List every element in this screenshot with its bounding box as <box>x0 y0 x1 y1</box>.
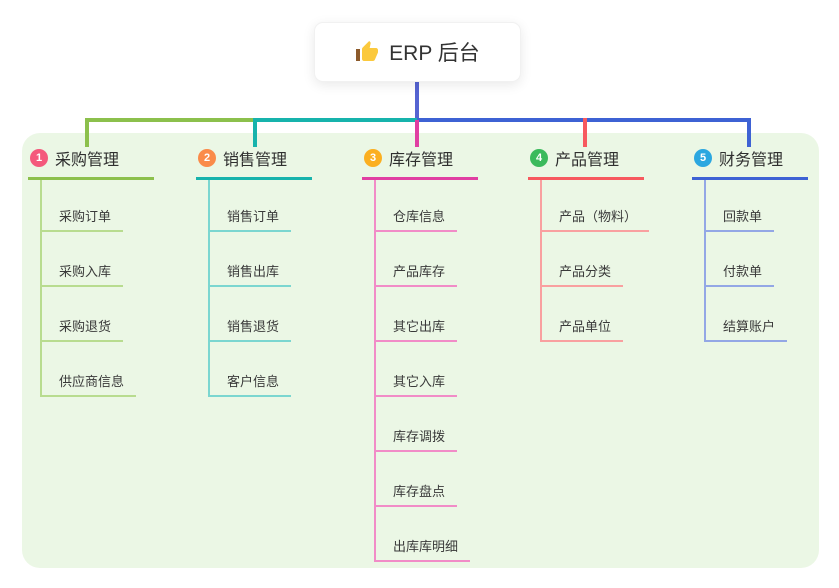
child-node-label: 库存盘点 <box>376 481 458 507</box>
child-node[interactable]: 采购订单 <box>42 180 154 232</box>
child-node[interactable]: 回款单 <box>706 180 808 232</box>
child-node-label: 采购入库 <box>42 261 124 287</box>
branch-label: 采购管理 <box>55 152 120 169</box>
branches-panel <box>22 133 819 568</box>
child-node-label: 产品单位 <box>542 316 624 342</box>
child-node-label: 其它出库 <box>376 316 458 342</box>
branch-label: 产品管理 <box>555 152 620 169</box>
child-node-label: 付款单 <box>706 261 775 287</box>
branch-number-badge: 5 <box>694 149 712 167</box>
child-node[interactable]: 出库库明细 <box>376 507 478 562</box>
child-node-label: 回款单 <box>706 206 775 232</box>
branch-number-badge: 4 <box>530 149 548 167</box>
child-node[interactable]: 供应商信息 <box>42 342 154 397</box>
child-node-label: 客户信息 <box>210 371 292 397</box>
child-node[interactable]: 销售订单 <box>210 180 312 232</box>
child-node[interactable]: 采购入库 <box>42 232 154 287</box>
child-node-label: 供应商信息 <box>42 371 137 397</box>
child-node-label: 采购退货 <box>42 316 124 342</box>
branch-purchase: 1 采购管理 采购订单 采购入库 采购退货 供应商信息 <box>28 146 154 397</box>
child-node[interactable]: 其它出库 <box>376 287 478 342</box>
child-node[interactable]: 仓库信息 <box>376 180 478 232</box>
child-node[interactable]: 客户信息 <box>210 342 312 397</box>
branch-number-badge: 3 <box>364 149 382 167</box>
child-node[interactable]: 产品单位 <box>542 287 644 342</box>
branch-children-product: 产品（物料） 产品分类 产品单位 <box>540 180 650 342</box>
branch-product: 4 产品管理 产品（物料） 产品分类 产品单位 <box>528 146 650 342</box>
child-node[interactable]: 销售退货 <box>210 287 312 342</box>
branch-number-badge: 2 <box>198 149 216 167</box>
child-node[interactable]: 库存调拨 <box>376 397 478 452</box>
branch-title-product[interactable]: 4 产品管理 <box>528 146 644 180</box>
thumbs-up-icon <box>356 41 379 61</box>
branch-sales: 2 销售管理 销售订单 销售出库 销售退货 客户信息 <box>196 146 312 397</box>
child-node[interactable]: 产品分类 <box>542 232 644 287</box>
connector-drop-product <box>583 118 587 147</box>
connector-drop-purchase <box>85 118 89 147</box>
connector-h-sales <box>253 118 419 122</box>
child-node-label: 销售订单 <box>210 206 292 232</box>
branch-label: 财务管理 <box>719 152 784 169</box>
branch-children-sales: 销售订单 销售出库 销售退货 客户信息 <box>208 180 312 397</box>
branch-children-purchase: 采购订单 采购入库 采购退货 供应商信息 <box>40 180 154 397</box>
branch-children-inventory: 仓库信息 产品库存 其它出库 其它入库 库存调拨 库存盘点 出库库明细 <box>374 180 478 562</box>
child-node[interactable]: 销售出库 <box>210 232 312 287</box>
child-node[interactable]: 结算账户 <box>706 287 808 342</box>
connector-h-purchase <box>85 118 255 122</box>
branch-title-inventory[interactable]: 3 库存管理 <box>362 146 478 180</box>
branch-number-badge: 1 <box>30 149 48 167</box>
child-node-label: 产品库存 <box>376 261 458 287</box>
root-node-label: ERP 后台 <box>389 42 480 65</box>
child-node[interactable]: 其它入库 <box>376 342 478 397</box>
child-node-label: 产品分类 <box>542 261 624 287</box>
child-node-label: 销售出库 <box>210 261 292 287</box>
branch-title-finance[interactable]: 5 财务管理 <box>692 146 808 180</box>
branch-title-sales[interactable]: 2 销售管理 <box>196 146 312 180</box>
child-node[interactable]: 采购退货 <box>42 287 154 342</box>
branch-label: 库存管理 <box>389 152 454 169</box>
child-node-label: 产品（物料） <box>542 206 650 232</box>
connector-root-drop <box>415 82 419 120</box>
child-node-label: 库存调拨 <box>376 426 458 452</box>
connector-drop-finance <box>747 118 751 147</box>
connector-drop-sales <box>253 118 257 147</box>
branch-title-purchase[interactable]: 1 采购管理 <box>28 146 154 180</box>
child-node[interactable]: 产品库存 <box>376 232 478 287</box>
child-node-label: 销售退货 <box>210 316 292 342</box>
child-node[interactable]: 付款单 <box>706 232 808 287</box>
child-node[interactable]: 产品（物料） <box>542 180 650 232</box>
connector-drop-inventory <box>415 120 419 147</box>
child-node-label: 出库库明细 <box>376 536 471 562</box>
root-node-erp-backend[interactable]: ERP 后台 <box>314 22 521 82</box>
child-node-label: 其它入库 <box>376 371 458 397</box>
child-node-label: 结算账户 <box>706 316 788 342</box>
branch-label: 销售管理 <box>223 152 288 169</box>
child-node-label: 采购订单 <box>42 206 124 232</box>
branch-inventory: 3 库存管理 仓库信息 产品库存 其它出库 其它入库 库存调拨 库存盘点 出库库… <box>362 146 478 562</box>
child-node[interactable]: 库存盘点 <box>376 452 478 507</box>
child-node-label: 仓库信息 <box>376 206 458 232</box>
branch-finance: 5 财务管理 回款单 付款单 结算账户 <box>692 146 808 342</box>
branch-children-finance: 回款单 付款单 结算账户 <box>704 180 808 342</box>
